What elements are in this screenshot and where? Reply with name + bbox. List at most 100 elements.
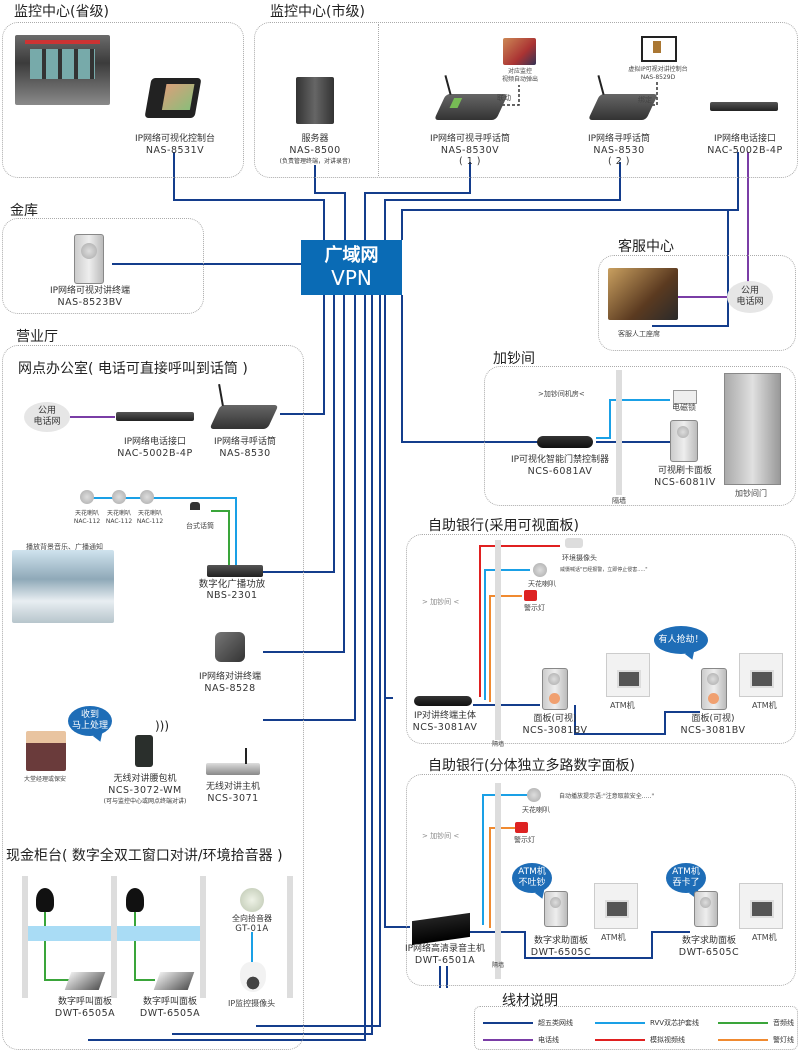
window-mic-icon	[126, 888, 144, 912]
bubble-line: 不吐钞	[518, 878, 546, 888]
counter-glass	[117, 926, 200, 941]
vault-box	[2, 218, 204, 314]
intercom-host-device	[414, 696, 472, 706]
guard-caption: 大堂经理或保安	[24, 776, 67, 783]
device-name: 数字呼叫面板	[57, 997, 112, 1007]
province-console-label: IP网络可视化控制台 NAS-8531V	[120, 134, 230, 156]
ceiling-speaker-icon	[80, 490, 94, 504]
bubble-line: 吞卡了	[672, 878, 700, 888]
legend-swatch	[483, 1022, 533, 1024]
service-photo-caption: 客服人工座席	[618, 330, 660, 338]
legend-swatch	[718, 1039, 768, 1041]
speaker-name: 天花喇叭	[137, 510, 162, 517]
magnetic-lock-label: 电磁锁	[672, 403, 696, 412]
device-name: IP网络可视对讲终端	[49, 286, 131, 296]
guard-speech-bubble: 收到马上处理	[68, 706, 112, 736]
speaker-name: 天花喇叭	[106, 510, 131, 517]
device-name: 数字化广播功放	[198, 579, 266, 590]
atm-machine	[739, 653, 783, 697]
counter-divider	[22, 876, 28, 998]
visual-console-device	[144, 78, 202, 118]
device-name: IP网络高清录音主机	[404, 944, 486, 954]
speaker-model: NAC-112	[136, 518, 164, 525]
amplifier-device	[207, 565, 263, 577]
device-model: DWT-6505A	[139, 1008, 201, 1019]
door-controller-label: IP可视化智能门禁控制器 NCS-6081AV	[505, 455, 615, 477]
help-panel-label: 数字求助面板 DWT-6505C	[674, 936, 744, 958]
wireless-host-antenna	[245, 748, 247, 764]
device-model: NCS-3081AV	[412, 722, 478, 733]
device-name: IP对讲终端主体	[413, 711, 477, 721]
device-model: NAS-8500	[289, 145, 341, 156]
province-title: 监控中心(省级)	[14, 4, 109, 20]
legend-swatch	[595, 1022, 645, 1024]
device-note: (可与监控中心或网点终端对讲)	[103, 798, 187, 805]
partition-wall	[616, 370, 622, 495]
alarm-light-label: 警示灯	[514, 836, 535, 844]
wireless-signal-icon: )))	[155, 719, 170, 733]
virtual-console-label: 虚拟IP可视对讲控制台 NAS-8529D	[628, 66, 688, 82]
service-title: 客服中心	[618, 239, 674, 255]
selfbank2-box	[406, 774, 796, 986]
office-title: 网点办公室( 电话可直接呼叫到话筒 )	[18, 361, 248, 377]
device-model: NCS-6081AV	[527, 466, 593, 477]
ceiling-speaker-icon	[112, 490, 126, 504]
caller2-label: IP网络寻呼话筒 NAS-8530 ( 2 )	[574, 134, 664, 167]
device-name: 面板(可视)	[691, 714, 735, 724]
device-model: NCS-3081BV	[680, 725, 746, 736]
legend-label: 电话线	[538, 1036, 559, 1044]
alarm-light-label: 警示灯	[524, 604, 545, 612]
atm-label: ATM机	[752, 933, 777, 942]
cash-machine-room-label: >加钞间机房<	[538, 390, 585, 398]
phone-interface-city-device	[710, 102, 778, 111]
intercom-terminal-phone	[215, 632, 245, 662]
bubble-line: ATM机	[672, 867, 700, 877]
device-name: 服务器	[301, 134, 329, 144]
ceiling-speaker-label: 天花喇叭	[528, 580, 556, 588]
device-name: 可视刷卡面板	[657, 466, 712, 476]
recording-host-label: IP网络高清录音主机 DWT-6501A	[400, 944, 490, 966]
device-model: NCS-6081IV	[654, 477, 716, 488]
device-name: 无线对讲腰包机	[113, 774, 177, 784]
province-box	[2, 22, 244, 178]
device-model: DWT-6505C	[678, 947, 740, 958]
alarm-light-icon	[515, 822, 528, 833]
desk-mic-label: 台式话筒	[186, 522, 214, 530]
link-label-bangding: 绑定	[638, 96, 652, 104]
pickup-device	[240, 888, 264, 912]
video-panel-label: 面板(可视) NCS-3081BV	[678, 714, 748, 736]
counter-divider	[200, 876, 206, 998]
wire-selfbank1	[384, 295, 393, 699]
call-panel-device	[64, 972, 106, 990]
device-model: NAS-8531V	[145, 145, 205, 156]
cloud-line: 电话网	[33, 417, 61, 427]
legend-box	[474, 1006, 798, 1050]
ceiling-speaker-icon	[533, 563, 547, 577]
legend-label: 警灯线	[773, 1036, 794, 1044]
legend-swatch	[483, 1039, 533, 1041]
city-box	[254, 22, 798, 178]
selfbank1-cash-room-label: > 加钞间 <	[422, 598, 460, 606]
atm-card-swallowed-bubble: ATM机吞卡了	[666, 863, 706, 893]
ceiling-speaker-label: 天花喇叭	[522, 806, 550, 814]
video-panel-device	[542, 668, 568, 710]
device-model: DWT-6505A	[54, 1008, 116, 1019]
cash-room-door-label: 加钞间门	[735, 489, 767, 498]
partition-wall	[495, 783, 501, 979]
selfbank2-title: 自助银行(分体独立多路数字面板)	[428, 758, 635, 774]
ambient-camera-note: 威慑喊话"已经报警，立即停止侵害....."	[560, 567, 648, 573]
device-name: 面板(可视)	[533, 714, 577, 724]
device-model: NAC-5002B-4P	[117, 448, 193, 459]
guard-photo	[26, 731, 66, 771]
office-caller-label: IP网络寻呼话筒 NAS-8530	[205, 437, 285, 459]
wireless-host-device	[206, 763, 260, 775]
pickup-label: 全向拾音器 GT-01A	[220, 913, 284, 935]
vault-title: 金库	[10, 203, 38, 219]
service-agents-photo	[608, 268, 678, 320]
wall-label: 隔墙	[492, 962, 505, 969]
caption-line: 对应监控	[507, 68, 532, 75]
office-caller-device	[209, 405, 279, 429]
card-panel-device	[670, 420, 698, 462]
